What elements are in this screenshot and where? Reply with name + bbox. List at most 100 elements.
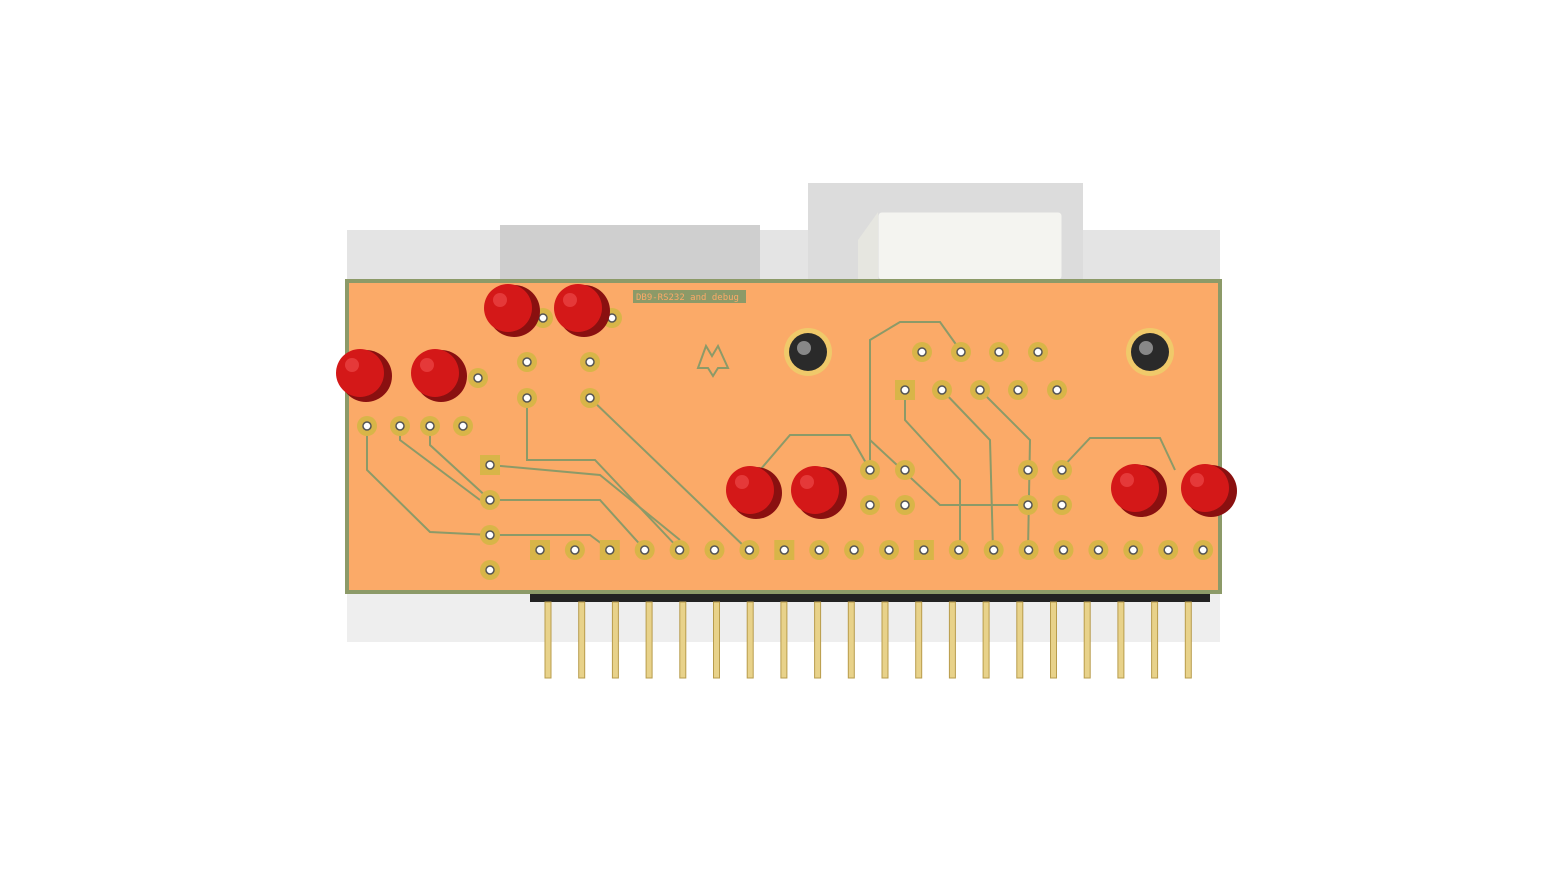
- pad-hole: [1128, 545, 1139, 555]
- header-pin: [1050, 601, 1057, 679]
- pad-hole: [605, 545, 615, 555]
- pad-hole: [1198, 545, 1208, 555]
- header-pin: [982, 601, 990, 679]
- pad-hole: [956, 347, 966, 357]
- pads: [357, 308, 1214, 580]
- pad-hole: [900, 500, 910, 510]
- pad-hole: [1023, 465, 1033, 475]
- trace: [589, 397, 749, 551]
- pad-hole: [1057, 500, 1067, 510]
- header-pins: [530, 594, 1210, 679]
- pad-hole: [865, 465, 875, 475]
- pad-hole: [975, 385, 985, 395]
- pad-hole: [585, 357, 595, 367]
- header-pin: [915, 601, 923, 679]
- pad-hole: [1052, 385, 1062, 395]
- trace: [1059, 437, 1176, 471]
- header-strip: [530, 594, 1210, 602]
- pad-hole: [1013, 385, 1023, 395]
- header-pin: [679, 601, 687, 679]
- pad-hole: [1163, 545, 1173, 555]
- pad-hole: [458, 421, 468, 431]
- pad-hole: [1033, 347, 1043, 357]
- silkscreen-label-box: DB9-RS232 and debug: [633, 290, 746, 303]
- pad-hole: [1023, 545, 1034, 555]
- pad-hole: [522, 393, 532, 403]
- header-pin: [780, 601, 788, 679]
- silkscreen-label: DB9-RS232 and debug: [636, 293, 739, 303]
- pad-hole: [900, 465, 910, 475]
- mounting-holes: [784, 328, 1174, 376]
- pad-hole: [1057, 465, 1067, 475]
- pad-hole: [814, 545, 824, 555]
- header-pin: [1184, 601, 1192, 679]
- led-highlight: [735, 475, 749, 489]
- header-pin: [948, 601, 956, 679]
- led-highlight: [563, 293, 577, 307]
- led: [411, 349, 459, 397]
- led-highlight: [800, 475, 814, 489]
- pad-hole: [639, 545, 650, 555]
- pad-hole: [395, 421, 405, 431]
- led-highlight: [1190, 473, 1204, 487]
- header-pin: [1083, 601, 1091, 679]
- pad-hole: [538, 313, 548, 323]
- header-pin: [746, 601, 754, 679]
- pad-hole: [709, 545, 720, 555]
- trace: [489, 464, 681, 541]
- pad-hole: [362, 421, 372, 431]
- led: [484, 284, 532, 332]
- pad-hole: [994, 347, 1004, 357]
- trace: [490, 499, 646, 551]
- led: [554, 284, 602, 332]
- pad-hole: [1058, 545, 1069, 555]
- header-pin: [1117, 601, 1125, 679]
- led-highlight: [420, 358, 434, 372]
- led-shadow: [500, 225, 760, 280]
- trace: [941, 389, 994, 551]
- connector-body: [877, 211, 1063, 281]
- trace: [759, 434, 871, 471]
- led-highlight: [493, 293, 507, 307]
- mounting-hole-highlight: [797, 341, 811, 355]
- pad-hole: [485, 460, 495, 470]
- trace: [904, 390, 961, 550]
- led-highlight: [345, 358, 359, 372]
- board-shadow: [347, 230, 1220, 280]
- traces: [366, 321, 1176, 551]
- pad-hole: [1023, 500, 1033, 510]
- pad-hole: [485, 530, 495, 540]
- pad-hole: [425, 421, 435, 431]
- trace: [869, 321, 961, 470]
- pad-hole: [937, 385, 947, 395]
- pad-hole: [473, 373, 483, 383]
- pad-hole: [849, 545, 859, 555]
- led-highlight: [1120, 473, 1134, 487]
- pad-hole: [988, 545, 999, 555]
- pad-hole: [485, 495, 495, 505]
- header-pin: [847, 601, 855, 679]
- leds: [336, 284, 1237, 519]
- pad-hole: [570, 545, 580, 555]
- led: [791, 466, 839, 514]
- header-pin: [544, 601, 552, 679]
- logo-icon: [696, 343, 730, 378]
- pad-hole: [917, 347, 927, 357]
- led: [1181, 464, 1229, 512]
- mounting-hole-highlight: [1139, 341, 1153, 355]
- pad-hole: [779, 545, 790, 555]
- led: [336, 349, 384, 397]
- trace: [869, 439, 1028, 506]
- led: [726, 466, 774, 514]
- header-pin: [1151, 601, 1159, 679]
- header-pin: [713, 601, 720, 679]
- pad-hole: [744, 545, 755, 555]
- pad-hole: [1093, 545, 1104, 555]
- pad-hole: [954, 545, 964, 555]
- pad-hole: [919, 545, 929, 555]
- pad-hole: [865, 500, 875, 510]
- pad-hole: [900, 385, 910, 395]
- header-pin: [645, 601, 653, 679]
- header-pin: [1016, 601, 1024, 679]
